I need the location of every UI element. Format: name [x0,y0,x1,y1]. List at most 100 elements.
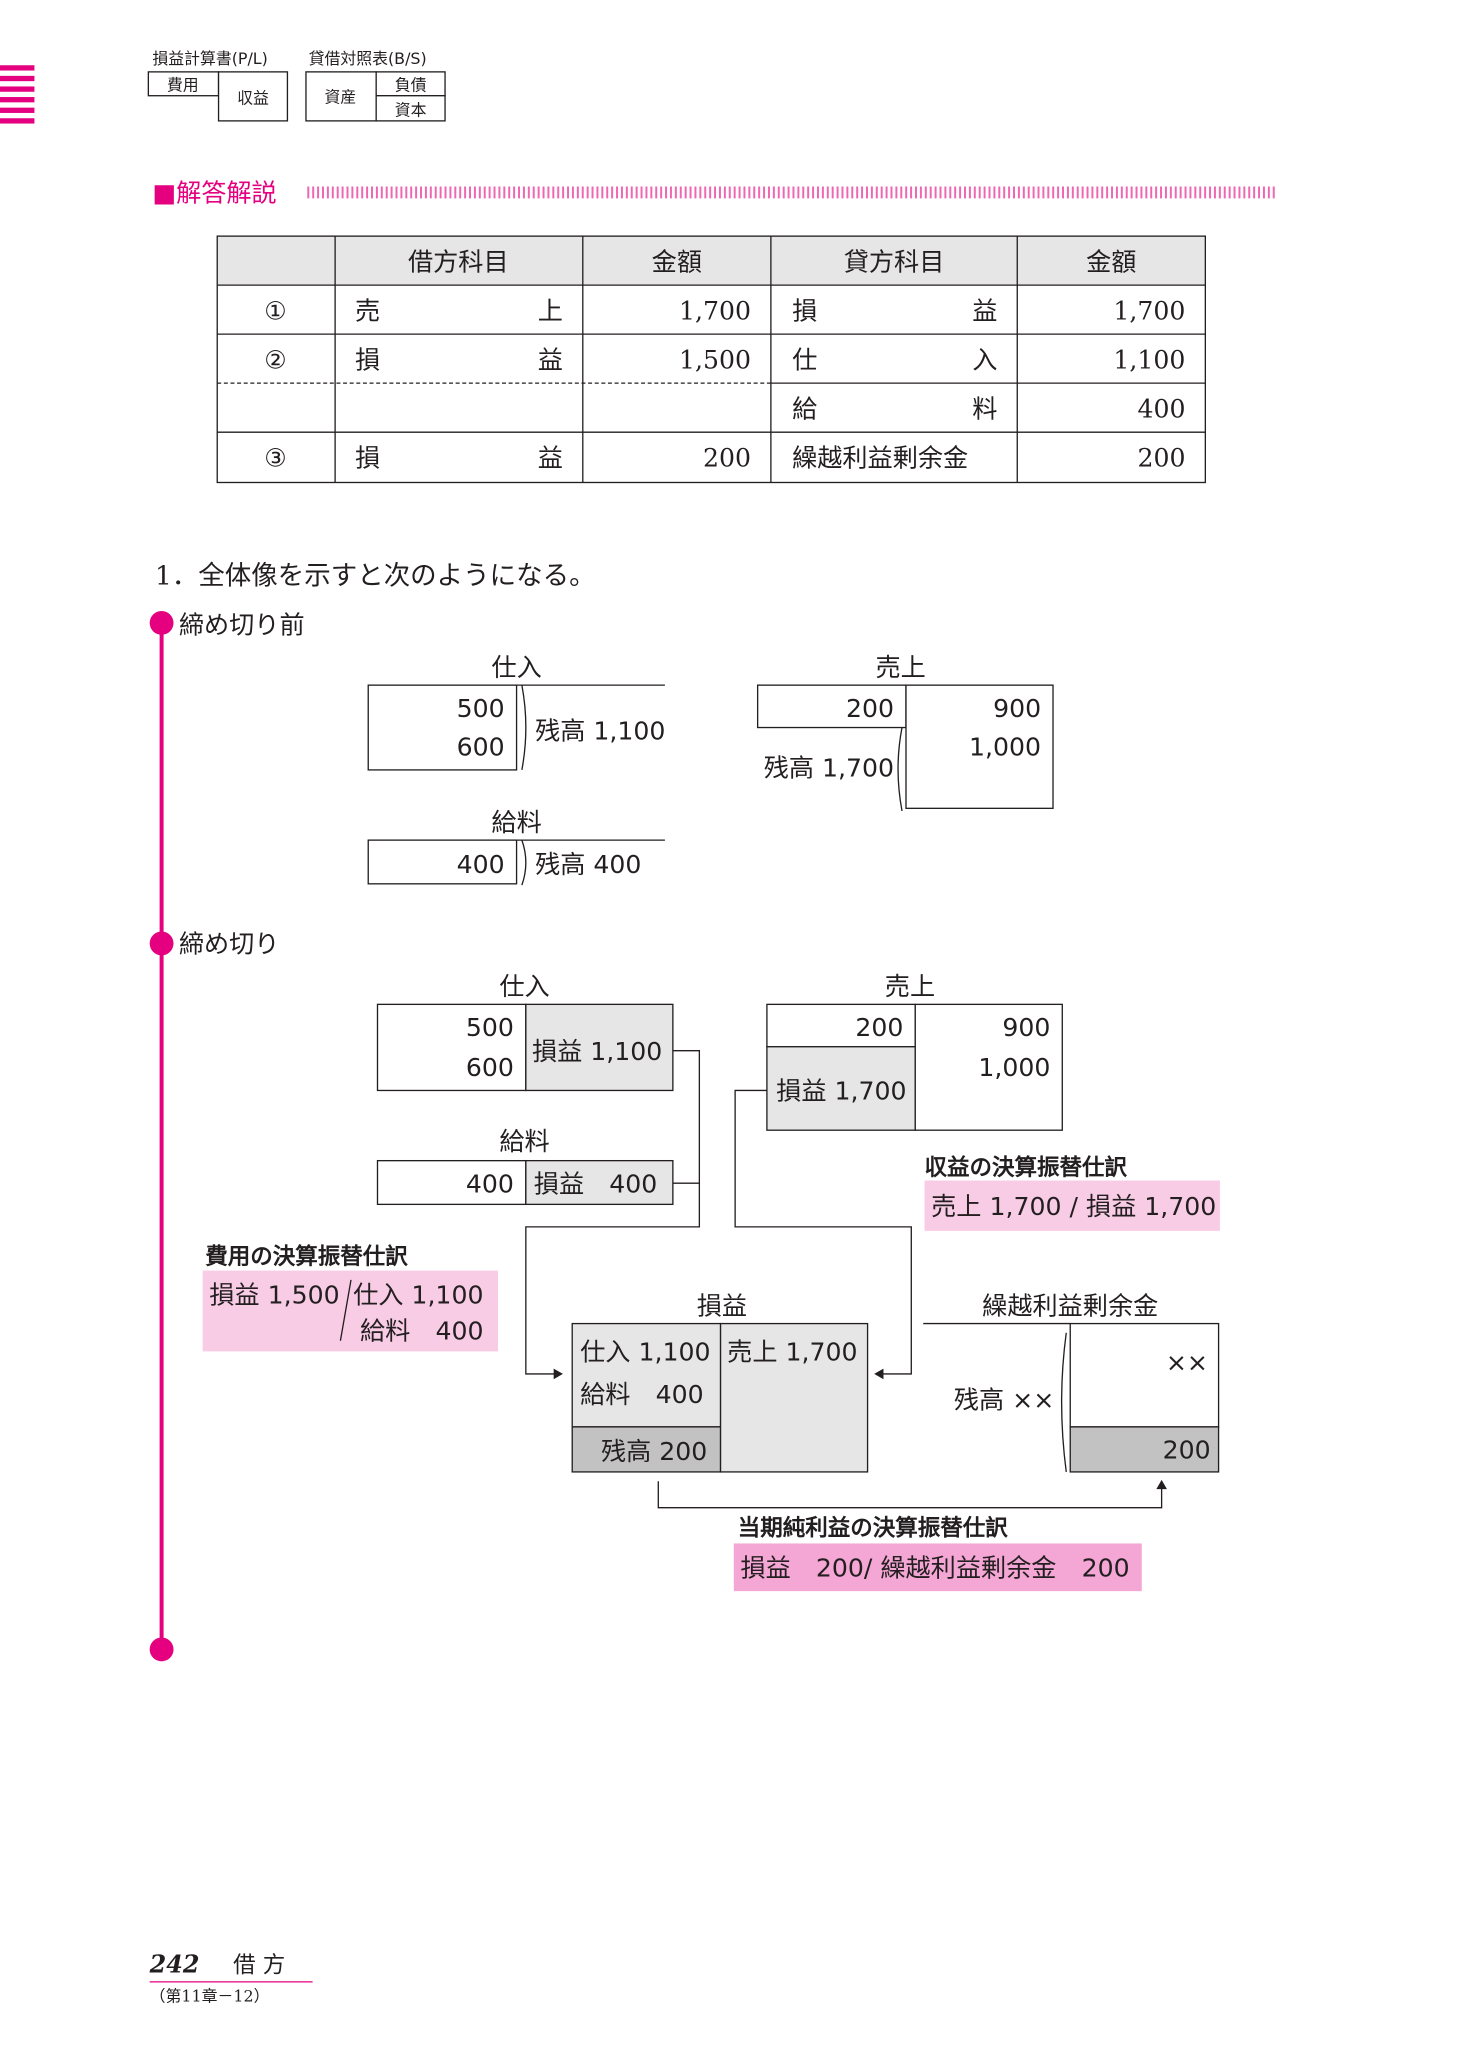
timeline [149,610,174,1662]
row-number: ② [264,346,287,375]
debit-amount: 1,700 [679,297,751,326]
t-account-sales-closing: 売上 200 損益 1,700 900 1,000 [766,972,1063,1131]
closing-debit: 損益 1,700 [776,1077,906,1106]
page-side: 借 方 [233,1953,285,1979]
col-header-debit-account: 借方科目 [408,248,509,277]
debit-entry: 給料 400 [580,1380,703,1409]
bs-title: 貸借対照表(B/S) [309,49,427,68]
table-row: 給 料 400 [792,395,1185,424]
debit-amount: 200 [846,694,894,723]
entry-debit: 損益 1,500 [209,1281,339,1310]
t-account-purchases-closing: 仕入 500 600 損益 1,100 [376,972,674,1092]
col-header-debit-amount: 金額 [652,248,702,277]
pl-revenue: 収益 [237,89,269,108]
row-number: ① [264,297,287,326]
debit-amount: 600 [466,1053,514,1082]
table-row: ③ 損 益 200 繰越利益剰余金 200 [264,444,1185,473]
t-account-sales-before: 売上 200 900 1,000 残高 1,700 [756,653,1054,812]
credit-amount: 1,000 [978,1053,1050,1082]
debit-amount: 200 [855,1013,903,1042]
debit-account: 売 [355,297,380,326]
table-row: ① 売 上 1,700 損 益 1,700 [264,297,1185,326]
pl-title: 損益計算書(P/L) [152,49,268,68]
debit-amount: 200 [703,444,751,473]
closing-credit: 損益 1,100 [532,1037,662,1066]
balance: 残高 ×× [954,1385,1054,1414]
credit-entry: 売上 1,700 [727,1338,857,1367]
bs-equity: 資本 [395,101,427,120]
account-label: 売上 [885,972,935,1001]
t-account-salaries-before: 給料 400 残高 400 [367,808,665,886]
account-label: 仕入 [499,972,549,1001]
closing-title: 締め切り [179,930,280,959]
pl-diagram: 損益計算書(P/L) 費用 収益 [147,49,289,122]
credit-entry: 200 [1163,1436,1211,1465]
section-title: ■解答解説 [152,179,276,208]
bs-assets: 資産 [325,87,357,106]
credit-amount: 900 [993,694,1041,723]
credit-amount: 400 [1137,395,1185,424]
intro-text: 1．全体像を示すと次のようになる。 [155,560,596,591]
credit-amount: 1,700 [1113,297,1185,326]
account-label: 給料 [499,1127,549,1156]
entry-title: 当期純利益の決算振替仕訳 [738,1515,1009,1542]
page-reference: （第11章－12） [150,1987,270,2006]
closing-credit: 損益 400 [534,1169,657,1198]
credit-account: 損 [792,297,817,326]
entry-credit: 給料 400 [360,1316,483,1345]
credit-entry: ×× [1166,1348,1208,1377]
debit-amount: 600 [457,732,505,761]
t-account-income-summary: 損益 仕入 1,100 給料 400 残高 200 売上 1,700 [571,1291,869,1473]
balance: 残高 200 [601,1437,707,1466]
before-closing-title: 締め切り前 [179,610,305,639]
debit-account: 益 [538,444,563,473]
credit-account: 給 [792,395,817,424]
credit-account: 料 [972,395,997,424]
table-row: ② 損 益 1,500 仕 入 1,100 [264,346,1185,375]
debit-amount: 400 [466,1169,514,1198]
debit-account: 損 [355,346,380,375]
credit-amount: 1,100 [1113,346,1185,375]
entry-text: 売上 1,700 / 損益 1,700 [931,1192,1216,1221]
account-label: 繰越利益剰余金 [982,1291,1158,1320]
balance: 残高 400 [535,850,641,879]
chapter-stripes [0,65,35,124]
balance: 残高 1,100 [535,716,665,745]
entry-title: 収益の決算振替仕訳 [925,1154,1128,1181]
transfer-arrows [525,1050,1167,1509]
account-label: 損益 [697,1291,747,1320]
credit-amount: 900 [1002,1013,1050,1042]
page-footer: 242 借 方 （第11章－12） [149,1951,313,2006]
entry-credit: 仕入 1,100 [353,1281,483,1310]
account-label: 売上 [876,653,926,682]
credit-account: 益 [972,297,997,326]
credit-amount: 200 [1137,444,1185,473]
t-account-purchases-before: 仕入 500 600 残高 1,100 [367,653,665,771]
debit-amount: 500 [457,694,505,723]
debit-amount: 500 [466,1013,514,1042]
t-account-salaries-closing: 給料 400 損益 400 [376,1127,674,1206]
bs-diagram: 貸借対照表(B/S) 資産 負債 資本 [305,49,446,122]
credit-amount: 1,000 [969,732,1041,761]
bs-liabilities: 負債 [395,75,427,94]
debit-account: 益 [538,346,563,375]
col-header-credit-account: 貸方科目 [844,248,945,277]
journal-table: 借方科目 金額 貸方科目 金額 ① 売 上 1,700 損 益 1,700 ② … [216,235,1206,484]
row-number: ③ [264,444,287,473]
pl-expense: 費用 [167,75,199,94]
col-header-credit-amount: 金額 [1086,248,1136,277]
account-label: 仕入 [491,653,541,682]
revenue-closing-entry: 収益の決算振替仕訳 売上 1,700 / 損益 1,700 [924,1154,1220,1231]
debit-amount: 400 [457,850,505,879]
expense-closing-entry: 費用の決算振替仕訳 損益 1,500 仕入 1,100 給料 400 [202,1243,499,1352]
balance: 残高 1,700 [764,754,894,783]
entry-text: 損益 200/ 繰越利益剰余金 200 [740,1554,1129,1583]
debit-entry: 仕入 1,100 [580,1338,710,1367]
debit-account: 損 [355,444,380,473]
credit-account: 入 [972,346,997,375]
credit-account: 仕 [792,346,817,375]
debit-amount: 1,500 [679,346,751,375]
entry-title: 費用の決算振替仕訳 [205,1243,408,1270]
net-income-closing-entry: 当期純利益の決算振替仕訳 損益 200/ 繰越利益剰余金 200 [733,1515,1142,1592]
